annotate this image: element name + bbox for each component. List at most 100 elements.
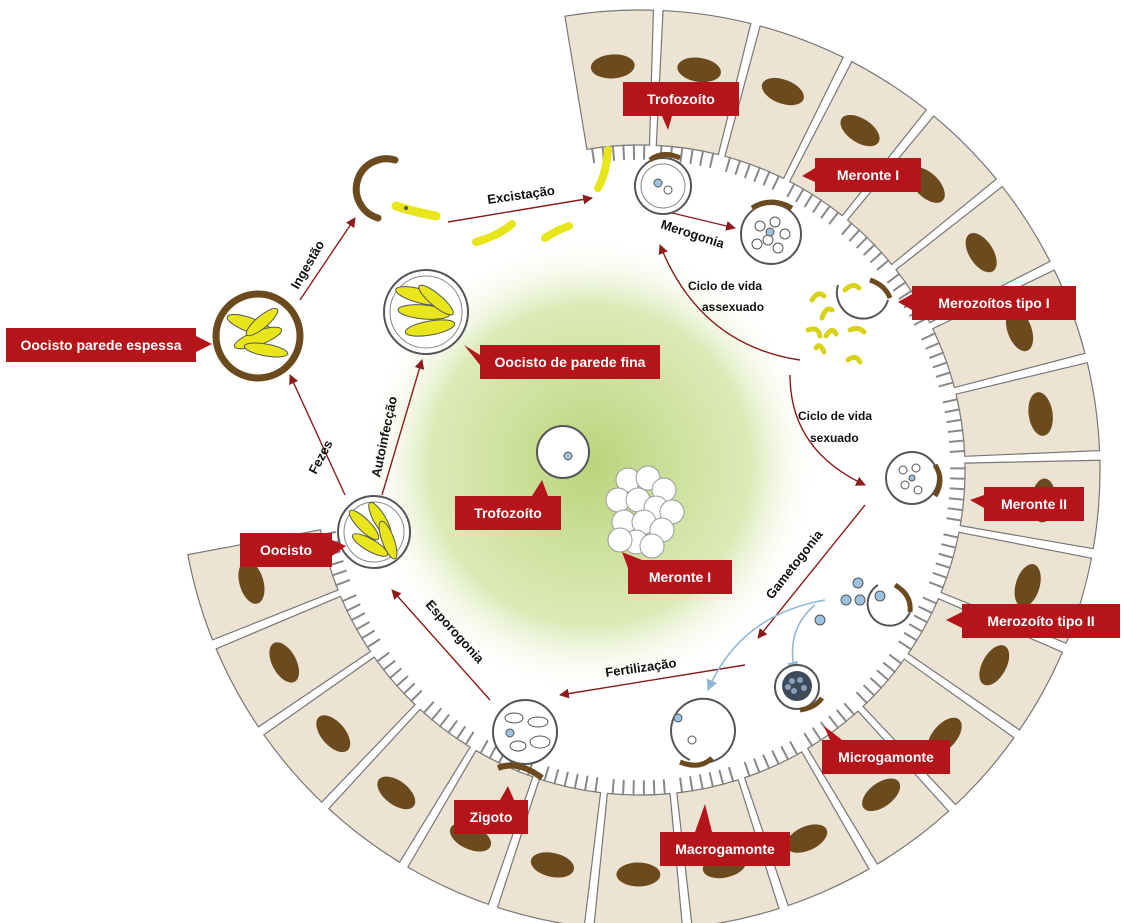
microvillus — [822, 206, 830, 217]
microvillus — [424, 702, 433, 712]
svg-text:Meronte I: Meronte I — [837, 167, 899, 183]
microvillus — [720, 771, 724, 785]
trophozoite-stage — [635, 154, 691, 214]
microvillus — [894, 282, 905, 290]
microvillus — [950, 441, 964, 442]
microvillus — [926, 343, 939, 348]
microvillus — [944, 535, 958, 538]
microvillus — [939, 554, 952, 558]
microvillus — [837, 710, 846, 721]
microvillus — [377, 653, 388, 661]
microvillus — [623, 781, 624, 795]
microvillus — [432, 709, 441, 720]
microvillus — [755, 168, 760, 181]
svg-text:Oocisto de parede fina: Oocisto de parede fina — [495, 354, 646, 370]
svg-text:Merozoítos tipo I: Merozoítos tipo I — [938, 295, 1049, 311]
microvillus — [440, 715, 449, 726]
microvillus — [930, 582, 943, 587]
label-merozoites-type-i: Merozoítos tipo I — [898, 286, 1076, 320]
microvillus — [788, 184, 795, 196]
microvillus — [905, 633, 917, 640]
microvillus — [857, 237, 867, 247]
svg-text:Meronte I: Meronte I — [649, 569, 711, 585]
microvillus — [910, 624, 922, 631]
svg-text:Trofozoíto: Trofozoíto — [474, 505, 542, 521]
microvillus — [457, 727, 465, 739]
microvillus — [934, 363, 947, 368]
microvillus — [878, 260, 889, 269]
microvillus — [397, 676, 407, 685]
microvillus — [890, 655, 901, 663]
center-trophozoite — [537, 426, 589, 478]
microvillus — [842, 223, 851, 234]
merogony-label: Merogonia — [659, 217, 727, 252]
sexual-cycle-label-2: sexuado — [810, 431, 859, 445]
microvillus — [333, 571, 346, 576]
label-thick-wall-oocyst: Oocisto parede espessa — [6, 328, 212, 362]
microvillus — [680, 778, 682, 792]
svg-text:Meronte II: Meronte II — [1001, 496, 1067, 512]
microvillus — [864, 686, 874, 696]
oocyst-stage — [338, 496, 410, 568]
meront-i-stage — [741, 202, 801, 264]
microvillus — [949, 508, 963, 510]
microvillus — [763, 755, 769, 768]
microvillus — [773, 176, 779, 189]
microvillus — [585, 777, 587, 791]
microvillus — [411, 691, 421, 701]
gamete-arrow-2 — [793, 605, 816, 672]
microvillus — [754, 759, 759, 772]
microvillus — [700, 775, 703, 789]
microvillus — [490, 746, 496, 758]
microvillus — [654, 781, 655, 795]
merozoite-sphere — [608, 528, 632, 552]
microvillus — [813, 200, 821, 212]
microvillus — [623, 145, 624, 159]
ingestion-label: Ingestão — [288, 238, 328, 292]
microvillus — [830, 212, 839, 223]
microvillus — [915, 616, 927, 623]
microvillus — [729, 768, 733, 781]
microvillus — [390, 669, 401, 678]
microvillus — [888, 274, 899, 282]
microvillus — [690, 777, 692, 791]
microvillus — [347, 605, 360, 611]
microvillus — [613, 146, 614, 160]
microvillus — [782, 747, 788, 759]
microvillus — [930, 353, 943, 358]
microvillus — [829, 717, 838, 728]
excysting-oocyst-stage — [356, 159, 436, 218]
sexual-cycle-label-1: Ciclo de vida — [798, 409, 872, 423]
asexual-cycle-label-1: Ciclo de vida — [688, 279, 762, 293]
svg-text:Zigoto: Zigoto — [470, 809, 513, 825]
merozoite-sphere — [640, 534, 664, 558]
microvillus — [950, 498, 964, 499]
microvillus — [613, 780, 614, 794]
microvillus — [544, 767, 548, 780]
microvillus — [336, 580, 349, 585]
label-meront-i-top: Meronte I — [802, 158, 921, 192]
microvillus — [877, 671, 888, 680]
microvillus — [690, 149, 692, 163]
microvillus — [805, 194, 812, 206]
microvillus — [565, 773, 568, 787]
microvillus — [368, 639, 380, 647]
microvillus — [448, 721, 456, 732]
label-meront-ii: Meronte II — [970, 487, 1084, 521]
thick-wall-oocyst-stage — [216, 294, 300, 378]
microvillus — [710, 153, 713, 167]
microvillus — [919, 607, 932, 613]
microvillus — [937, 372, 950, 376]
label-oocyst: Oocisto — [240, 533, 346, 567]
svg-text:Oocisto parede espessa: Oocisto parede espessa — [20, 337, 181, 353]
microvillus — [942, 544, 956, 547]
microvillus — [947, 420, 961, 422]
microvillus — [352, 614, 364, 620]
microvillus — [554, 770, 558, 784]
microvillus — [857, 693, 867, 703]
microvillus — [700, 151, 703, 165]
microvillus — [681, 148, 683, 162]
feces-label: Fezes — [305, 437, 335, 476]
microvillus — [871, 253, 881, 262]
microvillus — [764, 172, 770, 185]
